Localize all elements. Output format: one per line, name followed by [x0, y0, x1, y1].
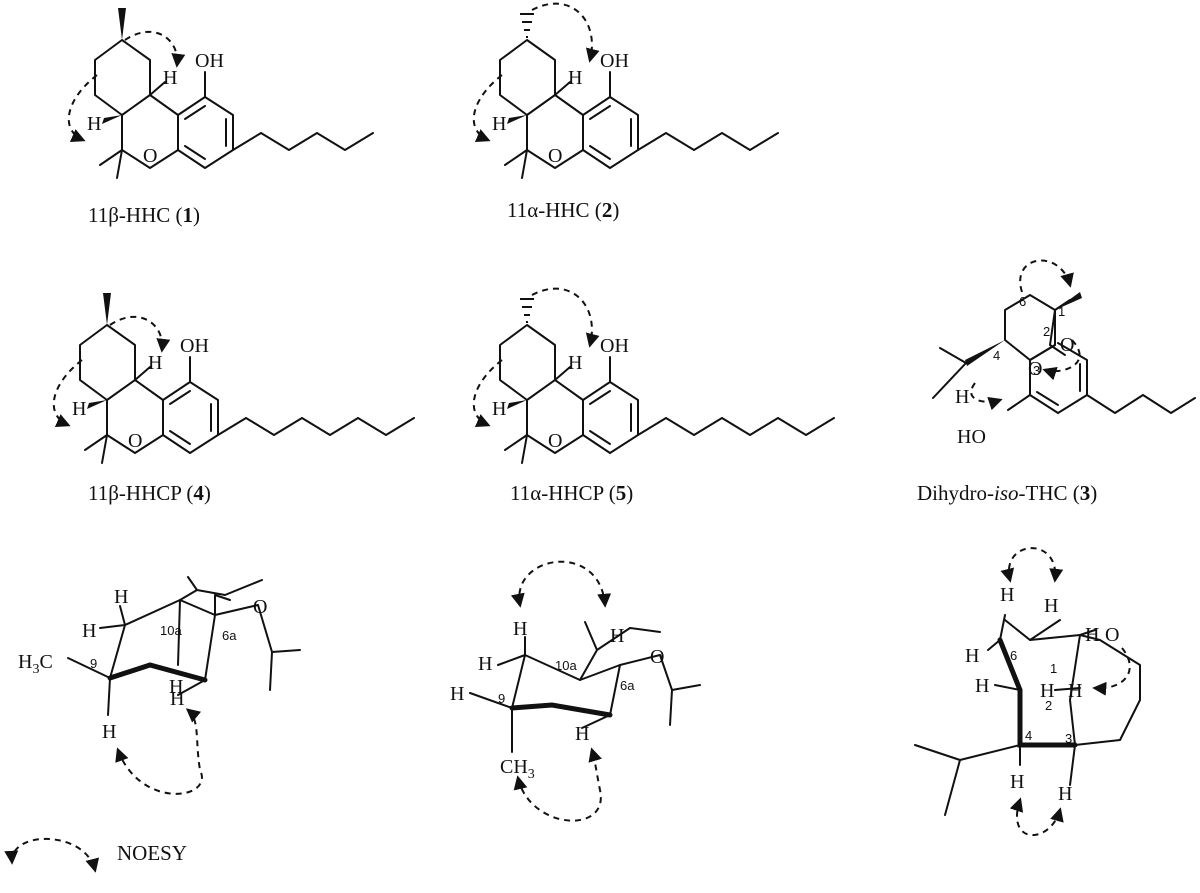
h-label: H	[610, 625, 624, 647]
locant-9: 9	[498, 691, 505, 706]
oh-label: OH	[195, 50, 224, 72]
h-label: H	[1040, 680, 1054, 702]
o-label: O	[548, 430, 562, 452]
h-label: H	[114, 586, 128, 608]
caption-dihydro-iso-thc: Dihydro-iso-THC (3)	[917, 481, 1097, 505]
ho-label: HO	[957, 426, 986, 448]
oh-label: OH	[180, 335, 209, 357]
h-label: H	[1044, 595, 1058, 617]
o-label: O	[253, 596, 267, 618]
locant-4: 4	[993, 348, 1000, 363]
h-label: H	[478, 653, 492, 675]
structure-11b-hhcp: OH H H O	[52, 293, 415, 464]
h-label: H	[1085, 624, 1099, 646]
o-label: O	[1060, 334, 1074, 356]
legend-noesy: NOESY	[4, 837, 187, 873]
h-label: H	[450, 683, 464, 705]
ch3-label: CH3	[500, 756, 535, 782]
h-label: H	[148, 352, 162, 374]
locant-1: 1	[1058, 304, 1065, 319]
legend-label: NOESY	[117, 841, 187, 865]
h-label: H	[1000, 584, 1014, 606]
locant-6: 6	[1019, 294, 1026, 309]
h-label: H	[169, 676, 183, 698]
caption-11a-hhcp: 11α-HHCP (5)	[510, 481, 633, 505]
locant-10a: 10a	[160, 623, 182, 638]
structure-dihydro-iso-thc: O O H HO 6 1 2 4 3	[932, 259, 1196, 448]
h-label: H	[1068, 680, 1082, 702]
caption-11b-hhc: 11β-HHC (1)	[88, 203, 200, 227]
locant-6a: 6a	[222, 628, 237, 643]
o-label: O	[1028, 358, 1042, 380]
locant-2: 2	[1043, 324, 1050, 339]
caption-11a-hhc: 11α-HHC (2)	[507, 198, 619, 222]
locant-3: 3	[1033, 363, 1040, 378]
h-label: H	[575, 723, 589, 745]
o-label: O	[128, 430, 142, 452]
conformer-iso: H H H O H H H H H H 6 1 2 4 3	[914, 547, 1141, 836]
h-label: H	[513, 618, 527, 640]
h-label: H	[87, 113, 101, 135]
conformer-11a: H H H CH3 H H O 9 10a 6a	[450, 560, 701, 822]
o-label: O	[650, 646, 664, 668]
locant-1: 1	[1050, 661, 1057, 676]
locant-10a: 10a	[555, 658, 577, 673]
h-label: H	[955, 386, 969, 408]
noesy-arrow-icon	[4, 837, 100, 873]
h-label: H	[568, 67, 582, 89]
conformer-11b: H H H3C H H O H 9 10a 6a	[18, 576, 301, 795]
o-label: O	[143, 145, 157, 167]
h-label: H	[492, 398, 506, 420]
caption-11b-hhcp: 11β-HHCP (4)	[88, 481, 211, 505]
locant-4: 4	[1025, 728, 1032, 743]
oh-label: OH	[600, 335, 629, 357]
h-label: H	[568, 352, 582, 374]
locant-6: 6	[1010, 648, 1017, 663]
h-label: H	[492, 113, 506, 135]
o-label: O	[548, 145, 562, 167]
structure-11a-hhc: OH H H O	[472, 2, 779, 179]
structure-11b-hhc: OH H H O	[67, 8, 374, 179]
locant-9: 9	[90, 656, 97, 671]
h-label: H	[170, 688, 184, 710]
h-label: H	[163, 67, 177, 89]
h-label: H	[965, 645, 979, 667]
h3c-label: H3C	[18, 651, 53, 677]
h-label: H	[72, 398, 86, 420]
structure-11a-hhcp: OH H H O	[472, 287, 835, 464]
oh-label: OH	[600, 50, 629, 72]
locant-6a: 6a	[620, 678, 635, 693]
h-label: H	[1058, 783, 1072, 805]
locant-2: 2	[1045, 698, 1052, 713]
locant-3: 3	[1065, 731, 1072, 746]
o-label: O	[1105, 624, 1119, 646]
h-label: H	[975, 675, 989, 697]
h-label: H	[102, 721, 116, 743]
h-label: H	[1010, 771, 1024, 793]
h-label: H	[82, 620, 96, 642]
